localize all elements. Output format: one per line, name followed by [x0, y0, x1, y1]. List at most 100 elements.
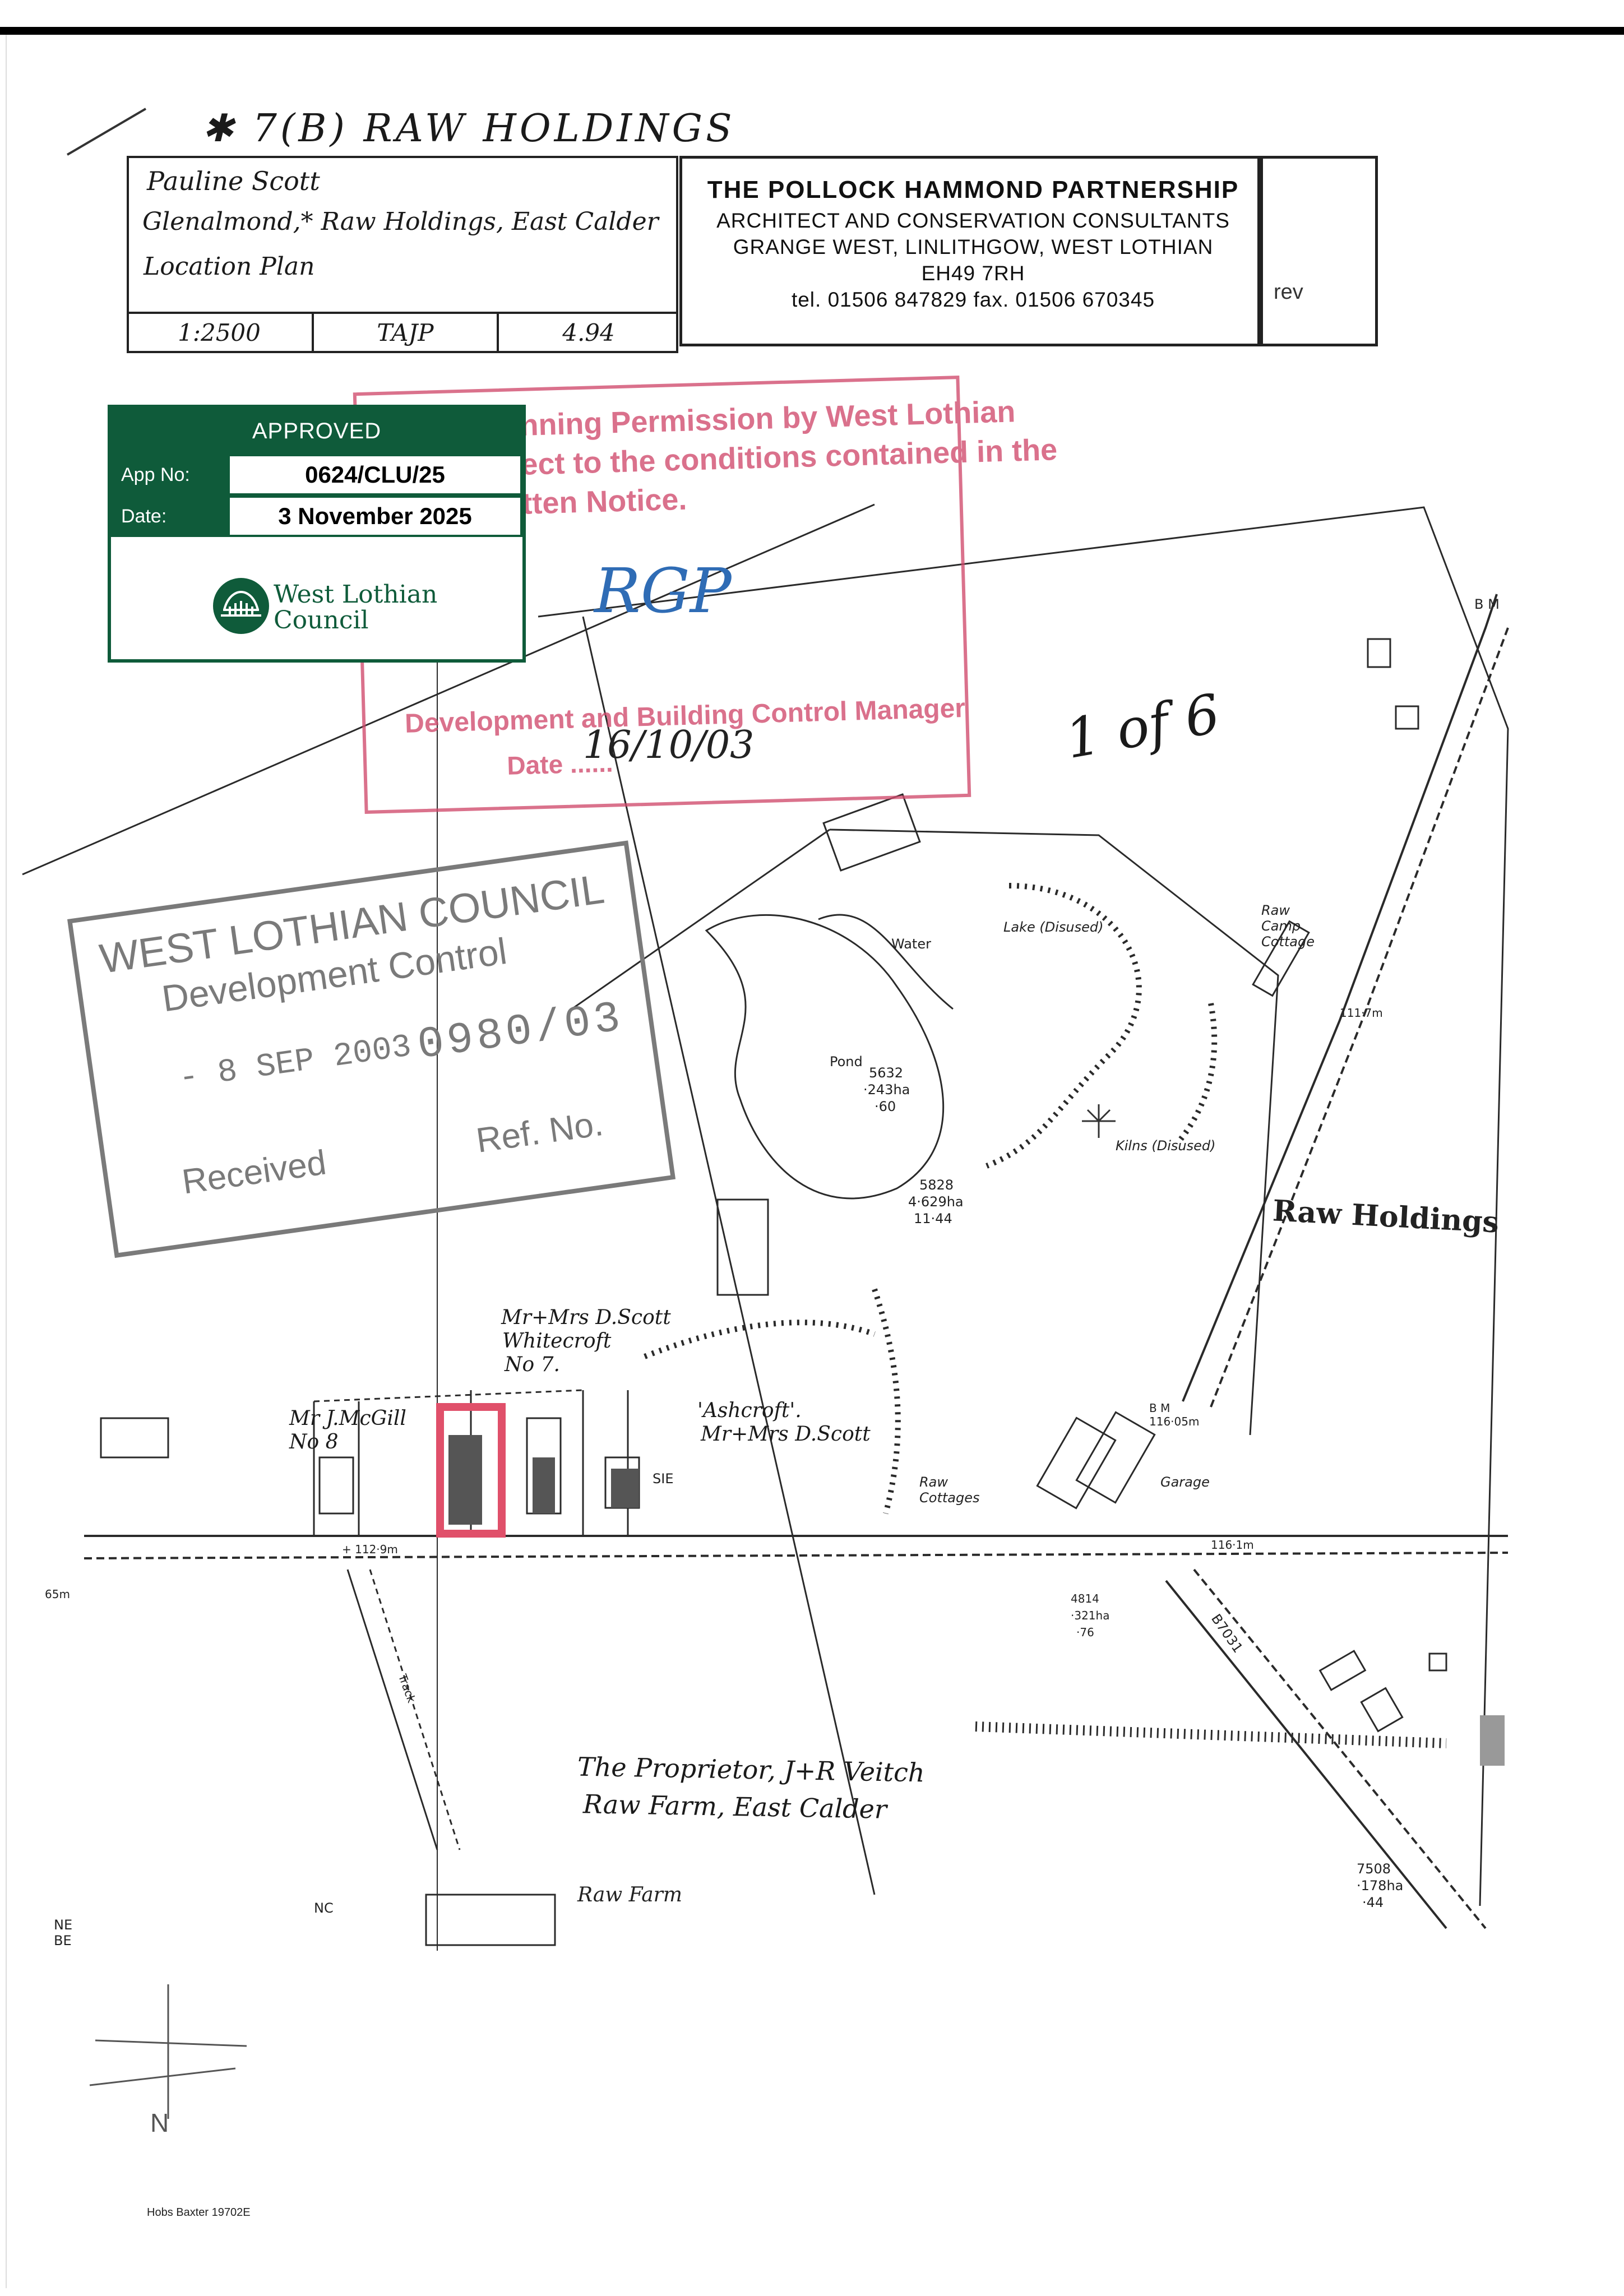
date-row: Date: 3 November 2025 — [111, 496, 522, 537]
parcel-1-acres: ·60 — [875, 1099, 896, 1114]
firm-address-line-1: GRANGE WEST, LINLITHGOW, WEST LOTHIAN — [733, 235, 1214, 258]
proprietor-name: The Proprietor, J+R Veitch — [577, 1751, 925, 1788]
spot-height-3: + 112·9m — [342, 1543, 398, 1556]
site-address: Glenalmond,* Raw Holdings, East Calder — [142, 207, 659, 236]
embankment — [975, 1721, 1447, 1748]
parcel-3-area: ·321ha — [1071, 1609, 1110, 1622]
spot-height-4: 65m — [45, 1587, 70, 1601]
field-boundary — [538, 506, 1509, 1906]
firm-tagline: ARCHITECT AND CONSERVATION CONSULTANTS — [716, 209, 1230, 232]
approval-stamp: APPROVED App No: 0624/CLU/25 Date: 3 Nov… — [108, 405, 526, 663]
revision-label: rev — [1274, 280, 1303, 304]
field-boundary — [582, 616, 876, 1895]
building-hatched — [611, 1469, 639, 1508]
received-ref: 0980/03 — [414, 993, 627, 1071]
track-edge — [369, 1569, 461, 1850]
council-logo-icon — [213, 578, 269, 634]
parcel-3-id: 4814 — [1071, 1592, 1099, 1605]
b-road-edge — [1165, 1580, 1447, 1929]
b-road-edge — [1193, 1568, 1487, 1929]
handwritten-initials: RGP — [594, 555, 732, 627]
title-block-info — [127, 156, 678, 353]
scan-top-bar — [0, 27, 1624, 35]
ne-be-label: NE BE — [54, 1917, 73, 1948]
building — [425, 1894, 556, 1946]
spot-height-2: 116·1m — [1211, 1538, 1254, 1552]
date-label: Date: — [121, 505, 167, 527]
firm-contact: tel. 01506 847829 fax. 01506 670345 — [791, 288, 1155, 311]
kilns-label: Kilns (Disused) — [1116, 1138, 1216, 1154]
ne-road-edge — [1210, 627, 1509, 1408]
parcel-1-id: 5632 — [869, 1065, 904, 1081]
parcel-4-acres: ·44 — [1362, 1895, 1384, 1910]
building-hatched — [448, 1435, 482, 1525]
logo-line-2: Council — [274, 606, 369, 635]
date-value: 3 November 2025 — [230, 498, 520, 535]
lake-label: Lake (Disused) — [1003, 919, 1104, 935]
council-logo-text: West Lothian Council — [274, 582, 437, 633]
drawn-by-cell: TAJP — [314, 312, 499, 353]
ne-road-edge — [1182, 594, 1498, 1402]
north-arrow — [89, 1984, 247, 2119]
owner-scott-house: Whitecroft — [502, 1330, 612, 1353]
embankment — [1175, 1003, 1218, 1146]
owner-mcgill-number: No 8 — [289, 1431, 339, 1453]
date-cell: 4.94 — [562, 318, 615, 346]
building — [1318, 1650, 1367, 1691]
pond-outline — [705, 914, 944, 1200]
title-block-firm — [679, 156, 1260, 346]
building — [318, 1456, 354, 1515]
benchmark-label: B M — [1474, 596, 1500, 612]
parcel-1-area: ·243ha — [863, 1082, 910, 1098]
heading-note: ✱ 7(B) RAW HOLDINGS — [202, 107, 735, 151]
nc-label: NC — [314, 1900, 334, 1916]
spot-height-1: 111·7m — [1340, 1006, 1383, 1020]
drawing-title: Location Plan — [144, 252, 315, 281]
embankment — [644, 1320, 876, 1359]
parcel-4-area: ·178ha — [1357, 1878, 1404, 1894]
owner-mcgill-name: Mr J.McGill — [289, 1407, 406, 1430]
firm-name: THE POLLOCK HAMMOND PARTNERSHIP — [707, 176, 1239, 203]
page-edge — [6, 35, 1620, 2288]
cottage-label: Raw Camp Cottage — [1261, 902, 1315, 950]
proprietor-address: Raw Farm, East Calder — [582, 1789, 887, 1825]
firm-details: THE POLLOCK HAMMOND PARTNERSHIP ARCHITEC… — [693, 176, 1253, 313]
footer-note: Hobs Baxter 19702E — [147, 2206, 251, 2219]
building — [1480, 1715, 1505, 1766]
building — [1036, 1417, 1117, 1510]
building — [1252, 920, 1310, 997]
kiln-symbol — [1082, 1104, 1116, 1138]
building — [822, 793, 921, 872]
owner-scott-number: No 7. — [505, 1353, 560, 1376]
raw-cottages-label: Raw Cottages — [919, 1474, 980, 1506]
parcel-2-id: 5828 — [919, 1177, 954, 1193]
building — [100, 1417, 169, 1459]
water-label: Water — [891, 936, 931, 952]
track-edge — [346, 1569, 438, 1850]
received-label: Received — [179, 1143, 329, 1202]
pencil-stroke — [66, 108, 147, 156]
scale-cell: 1:2500 — [127, 312, 314, 353]
handwritten-date: 16/10/03 — [583, 723, 755, 767]
ashcroft-house: 'Ashcroft'. — [697, 1399, 802, 1422]
building — [716, 1198, 769, 1296]
building — [1367, 638, 1391, 668]
plot-boundary — [313, 1389, 584, 1402]
approval-status: APPROVED — [111, 408, 522, 454]
building-hatched — [533, 1457, 555, 1513]
sie-label: SIE — [653, 1471, 674, 1487]
embankment — [872, 1288, 901, 1515]
building — [1360, 1687, 1404, 1733]
planning-stamp-line-3: tten Notice. — [521, 482, 688, 521]
field-boundary — [22, 503, 875, 876]
ashcroft-owner: Mr+Mrs D.Scott — [701, 1423, 871, 1446]
ref-no-label: Ref. No. — [474, 1104, 606, 1160]
building — [1428, 1652, 1447, 1672]
parcel-4-id: 7508 — [1357, 1861, 1391, 1877]
title-block-divider — [129, 312, 676, 314]
app-no-value: 0624/CLU/25 — [230, 456, 520, 493]
client-name: Pauline Scott — [147, 166, 320, 196]
application-site-outline — [436, 1403, 506, 1538]
water-channel — [818, 914, 954, 1010]
